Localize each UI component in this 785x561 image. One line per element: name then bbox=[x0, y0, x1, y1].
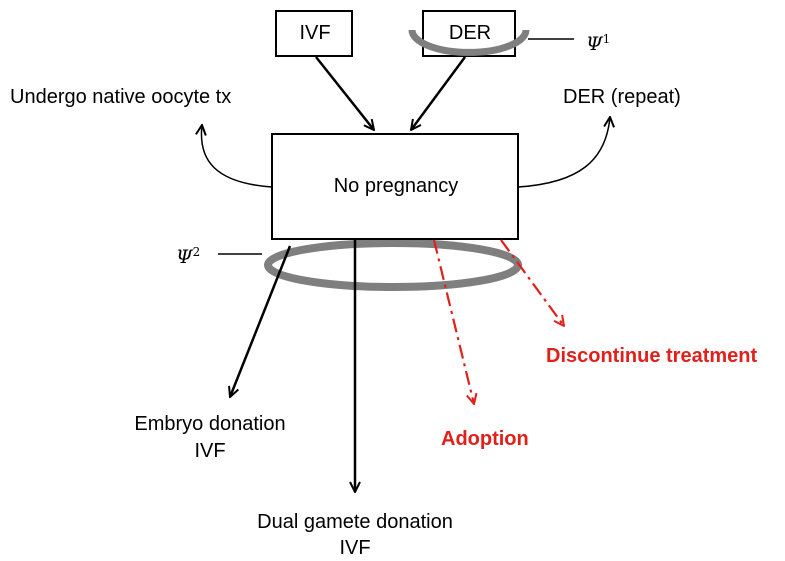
der-repeat-label: DER (repeat) bbox=[563, 86, 681, 108]
psi1-ring bbox=[408, 29, 530, 56]
psi2-marker: Ψ2 bbox=[176, 241, 200, 268]
psi2-ring bbox=[264, 239, 522, 291]
embryo-donation-arrow bbox=[230, 245, 292, 397]
native-oocyte-arrow bbox=[201, 125, 273, 188]
der-repeat-arrow bbox=[517, 117, 610, 188]
ivf-box bbox=[275, 10, 353, 57]
ivf-to-center-arrow bbox=[315, 56, 374, 130]
der-box-label: DER bbox=[448, 22, 492, 44]
embryo-donation-label-line2: IVF bbox=[194, 440, 226, 462]
discontinue-label: Discontinue treatment bbox=[546, 345, 758, 367]
dual-gamete-label-line2: IVF bbox=[339, 537, 371, 559]
der-to-center-arrow bbox=[411, 56, 467, 130]
dual-gamete-label-line1: Dual gamete donation bbox=[257, 511, 453, 533]
ivf-box-label: IVF bbox=[299, 22, 331, 44]
no-pregnancy-label: No pregnancy bbox=[333, 175, 459, 197]
psi1-index: 1 bbox=[602, 32, 611, 46]
psi2-symbol: Ψ bbox=[176, 246, 193, 268]
embryo-donation-label-line1: Embryo donation bbox=[134, 413, 286, 435]
psi2-index: 2 bbox=[192, 245, 201, 259]
psi1-symbol: Ψ bbox=[586, 33, 603, 55]
psi1-marker: Ψ1 bbox=[586, 28, 610, 55]
adoption-arrow bbox=[432, 239, 474, 404]
discontinue-arrow bbox=[500, 239, 564, 326]
native-oocyte-label: Undergo native oocyte tx bbox=[10, 86, 232, 108]
adoption-label: Adoption bbox=[441, 428, 529, 450]
